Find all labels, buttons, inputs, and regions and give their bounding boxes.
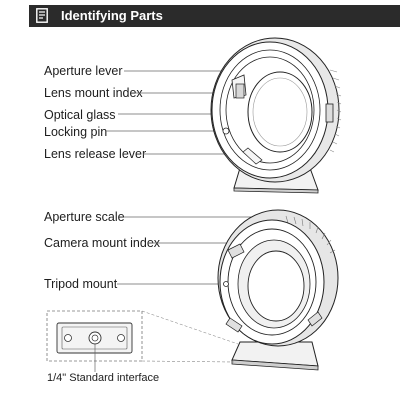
header-bar: Identifying Parts <box>29 5 400 27</box>
label-aperture-scale: Aperture scale <box>44 210 125 224</box>
tripod-interface-inset <box>46 310 239 372</box>
adapter-top <box>210 37 342 194</box>
adapter-bottom <box>217 209 339 371</box>
label-camera-mount-index: Camera mount index <box>44 236 161 250</box>
tripod-interface-caption: 1/4" Standard interface <box>47 372 160 384</box>
label-lens-mount-index: Lens mount index <box>44 86 143 100</box>
leader-lines-top <box>105 70 250 155</box>
label-optical-glass: Optical glass <box>44 108 116 122</box>
label-aperture-lever: Aperture lever <box>44 64 123 78</box>
label-locking-pin: Locking pin <box>44 125 108 139</box>
page-title: Identifying Parts <box>61 8 163 23</box>
label-lens-release-lever: Lens release lever <box>44 147 147 161</box>
document-icon <box>36 8 48 23</box>
label-tripod-mount: Tripod mount <box>44 277 118 291</box>
